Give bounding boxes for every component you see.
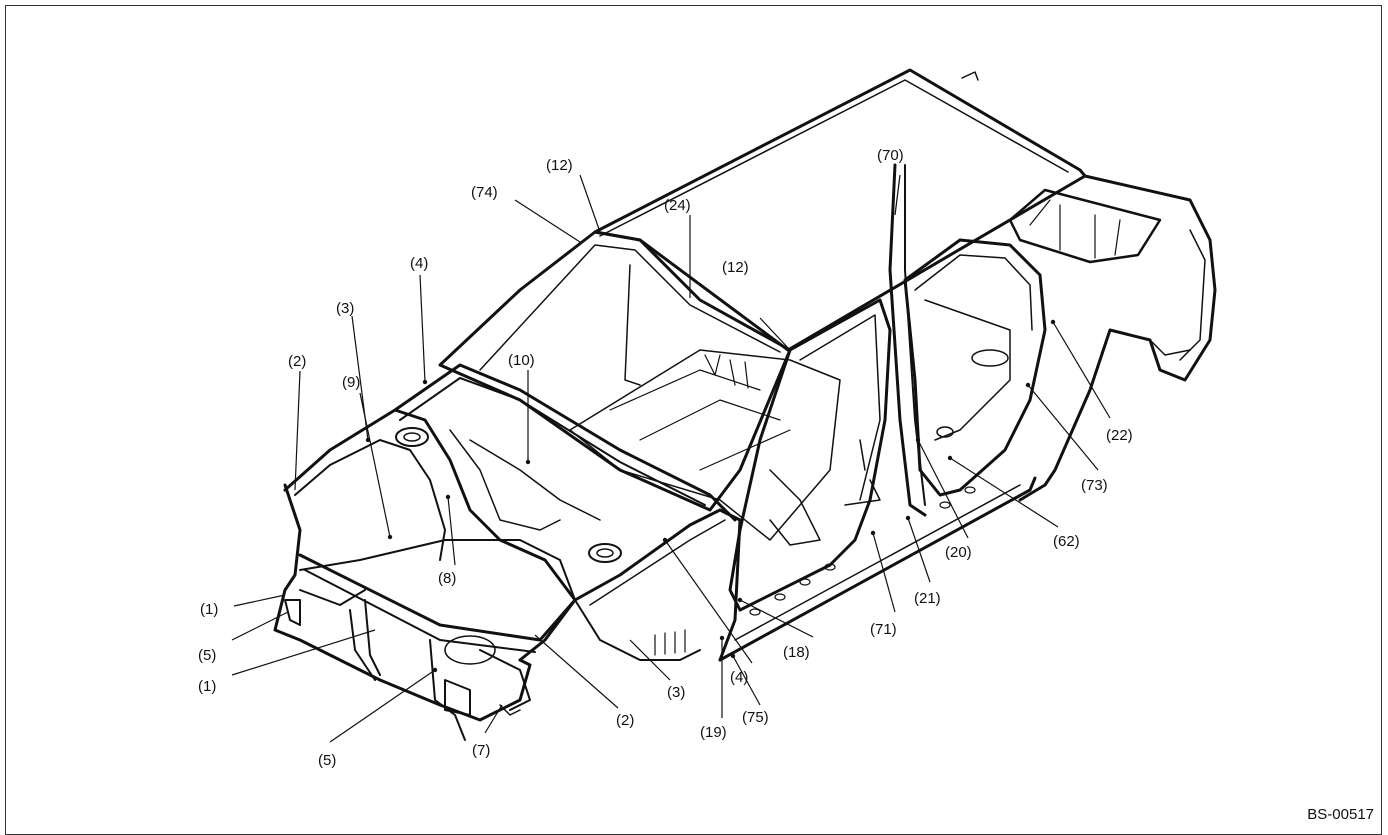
callout-label: (2) xyxy=(616,712,634,729)
callout-label: (12) xyxy=(722,259,749,276)
cowl-panel xyxy=(393,363,737,522)
callout-label: (2) xyxy=(288,353,306,370)
front-strut-housing-left xyxy=(294,439,446,561)
center-pillar xyxy=(888,163,927,517)
figure-code: BS-00517 xyxy=(1307,806,1374,823)
callout-label: (10) xyxy=(508,352,535,369)
callout-label: (9) xyxy=(342,374,360,391)
callout-label: (1) xyxy=(198,678,216,695)
front-side-frame-left xyxy=(283,408,577,662)
callout-label: (20) xyxy=(945,544,972,561)
callout-label: (3) xyxy=(667,684,685,701)
callout-label: (1) xyxy=(200,601,218,618)
front-door-opening xyxy=(728,298,892,612)
callout-label: (4) xyxy=(730,669,748,686)
callout-label: (74) xyxy=(471,184,498,201)
rear-quarter-panel xyxy=(1018,174,1217,502)
callout-label: (5) xyxy=(198,647,216,664)
radiator-panel xyxy=(273,483,532,722)
callout-label: (18) xyxy=(783,644,810,661)
callout-label: (12) xyxy=(546,157,573,174)
callout-label: (21) xyxy=(914,590,941,607)
callout-label: (70) xyxy=(877,147,904,164)
callout-label: (5) xyxy=(318,752,336,769)
callout-label: (75) xyxy=(742,709,769,726)
side-sill xyxy=(718,476,1037,662)
callout-label: (4) xyxy=(410,255,428,272)
callout-label: (19) xyxy=(700,724,727,741)
callout-labels: (12) (74) (24) (70) (4) (12) (3) (2) (10… xyxy=(198,147,1133,769)
callout-label: (24) xyxy=(664,197,691,214)
callout-label: (73) xyxy=(1081,477,1108,494)
front-cross-member xyxy=(298,553,577,642)
callout-label: (62) xyxy=(1053,533,1080,550)
body-shell xyxy=(273,68,1217,741)
callout-label: (7) xyxy=(472,742,490,759)
cabin-floor xyxy=(569,349,841,541)
callout-label: (22) xyxy=(1106,427,1133,444)
front-side-frame-right xyxy=(573,508,742,662)
callout-label: (3) xyxy=(336,300,354,317)
callout-label: (71) xyxy=(870,621,897,638)
callout-label: (8) xyxy=(438,570,456,587)
leader-lines xyxy=(231,174,1111,743)
rear-hatch-opening xyxy=(1008,188,1162,264)
